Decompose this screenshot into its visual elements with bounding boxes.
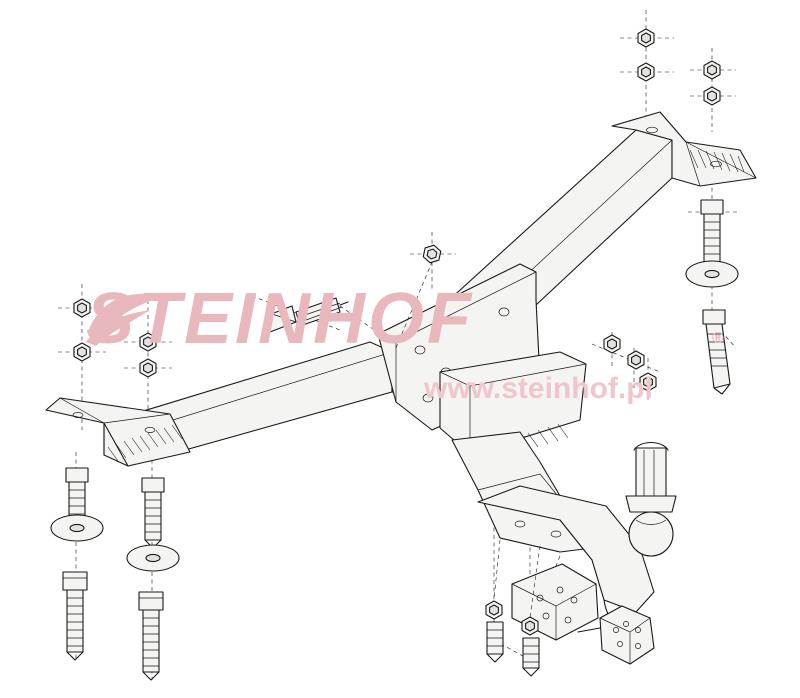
leader-lines xyxy=(339,261,561,619)
nut-fastener xyxy=(421,242,443,266)
right-mounting-plate xyxy=(611,111,757,187)
nut-fastener xyxy=(703,60,721,80)
nut-fastener xyxy=(73,298,91,318)
nut-fastener xyxy=(637,62,655,82)
washer-fastener xyxy=(50,514,104,542)
left-mounting-plate xyxy=(45,397,191,467)
nut-fastener xyxy=(139,332,157,352)
bolt-fastener xyxy=(62,571,88,661)
bolt-fastener xyxy=(702,309,731,395)
electrical-socket xyxy=(577,605,655,665)
nut-fastener xyxy=(703,86,721,106)
nut-fastener xyxy=(521,616,539,636)
nut-fastener xyxy=(139,358,157,378)
washer-fastener xyxy=(685,260,739,288)
tow-ball xyxy=(625,441,677,557)
bolt-fastener xyxy=(141,477,165,549)
nut-fastener xyxy=(637,28,655,48)
washer-fastener xyxy=(126,544,180,572)
tow-ball-neck xyxy=(451,431,655,629)
bolt-fastener xyxy=(265,297,349,333)
nut-fastener xyxy=(603,334,621,354)
bolt-fastener xyxy=(486,621,504,663)
nut-fastener xyxy=(73,342,91,362)
bolt-fastener xyxy=(700,199,724,271)
bolt-fastener xyxy=(522,637,540,677)
nut-fastener xyxy=(485,600,503,620)
nut-fastener xyxy=(627,350,645,370)
nut-fastener xyxy=(639,372,657,392)
center-rear-plate xyxy=(439,351,587,463)
bolt-fastener xyxy=(138,591,164,681)
